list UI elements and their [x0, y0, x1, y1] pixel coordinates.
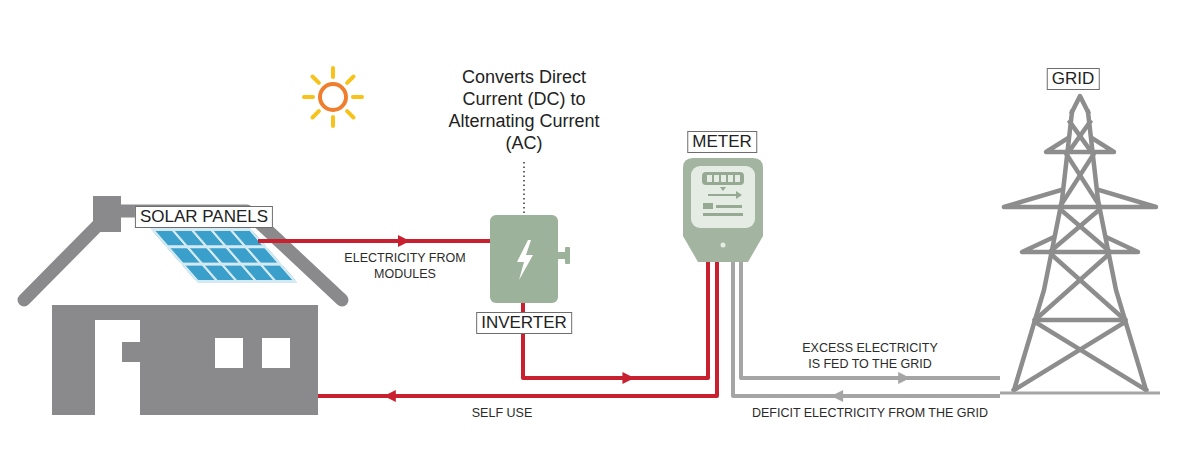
- sun-ray: [331, 68, 335, 77]
- node-heading: INVERTER: [476, 312, 572, 334]
- node-heading: SOLAR PANELS: [135, 206, 273, 228]
- door-notch: [122, 342, 140, 362]
- pylon-brace: [1070, 122, 1090, 150]
- inverter-plug: [565, 247, 570, 264]
- diagram-node: INVERTER: [490, 215, 558, 303]
- house-window: [215, 338, 243, 368]
- callout-note: Converts Direct Current (DC) to Alternat…: [444, 66, 604, 154]
- pylon-brace: [1070, 122, 1090, 150]
- flow-arrow-head: [898, 372, 910, 384]
- flow-label: DEFICIT ELECTRICITY FROM THE GRID: [720, 405, 1020, 421]
- pylon-brace: [1035, 255, 1108, 320]
- sun-ray: [331, 117, 335, 126]
- meter-arrow-line: [708, 194, 736, 196]
- node-heading: METER: [687, 131, 757, 153]
- sun-ray: [313, 77, 319, 83]
- pylon-brace: [1052, 255, 1125, 320]
- display-digit: [728, 175, 733, 182]
- inverter-stub: [557, 252, 566, 259]
- meter-mark: [703, 203, 713, 209]
- meter-illustration: [683, 158, 763, 262]
- sun-icon: [304, 68, 362, 126]
- pylon-illustration: [1000, 95, 1160, 400]
- panel-wire: [258, 239, 318, 243]
- lightning-symbol: [517, 240, 533, 280]
- leader-line: [523, 162, 525, 213]
- panel-cells: [150, 228, 298, 283]
- ground-line: [1000, 392, 1160, 395]
- meter-arrow-head: [736, 191, 742, 199]
- meter-indicator: [720, 187, 726, 191]
- power-flow-connector: [741, 262, 1000, 384]
- pylon-arm: [1022, 238, 1138, 252]
- flow-arrow-head: [622, 372, 634, 384]
- flow-label: ELECTRICITY FROM MODULES: [330, 250, 480, 282]
- node-heading: GRID: [1047, 68, 1100, 90]
- inverter-illustration: [490, 215, 558, 303]
- pylon-brace: [1067, 155, 1099, 205]
- pylon-brace: [1061, 155, 1093, 205]
- pylon-brace: [1061, 210, 1108, 250]
- diagram-node: SOLAR PANELS: [18, 200, 318, 415]
- meter-body: [683, 158, 763, 262]
- flow-arrow-head: [398, 235, 410, 247]
- pylon-arm: [1004, 190, 1156, 207]
- meter-seal: [721, 243, 726, 248]
- sun-ray: [347, 111, 353, 117]
- pylon-brace: [1035, 322, 1146, 390]
- display-digit: [707, 175, 712, 182]
- diagram-node: METER: [683, 158, 763, 262]
- pylon-lattice: [1004, 96, 1156, 390]
- display-digit: [721, 175, 726, 182]
- sun-ray: [313, 111, 319, 117]
- meter-face: [691, 166, 755, 228]
- power-flow-connector: [733, 262, 1000, 402]
- panel-frame: [150, 228, 298, 283]
- pylon-brace: [1035, 318, 1125, 323]
- meter-mark: [703, 213, 743, 216]
- display-digit: [714, 175, 719, 182]
- house-window: [262, 338, 290, 368]
- pylon-brace: [1014, 322, 1125, 390]
- sun-ray: [353, 95, 362, 99]
- flow-label: EXCESS ELECTRICITY IS FED TO THE GRID: [798, 340, 942, 372]
- diagram-node: GRID: [1000, 95, 1160, 400]
- flow-label: SELF USE: [440, 405, 564, 421]
- sun-disc: [320, 84, 346, 110]
- inverter-body: [490, 215, 558, 303]
- pylon-peak: [1072, 96, 1088, 112]
- flow-arrow-head: [831, 390, 843, 402]
- display-digit: [735, 175, 740, 182]
- flow-line: [741, 262, 1000, 378]
- flow-arrow-head: [384, 390, 396, 402]
- sun-ray: [304, 95, 313, 99]
- sun-ray: [347, 77, 353, 83]
- house-body: [52, 305, 318, 415]
- house-door: [95, 320, 140, 415]
- power-flow-connector: [318, 235, 490, 247]
- house-illustration: [18, 200, 318, 415]
- pylon-arm: [1046, 138, 1114, 152]
- solar-panel-array: [150, 228, 298, 283]
- sun-rays: [304, 68, 362, 126]
- flow-line: [733, 262, 1000, 396]
- meter-mark: [716, 205, 742, 208]
- meter-display: [702, 172, 744, 185]
- pylon-brace: [1052, 210, 1099, 250]
